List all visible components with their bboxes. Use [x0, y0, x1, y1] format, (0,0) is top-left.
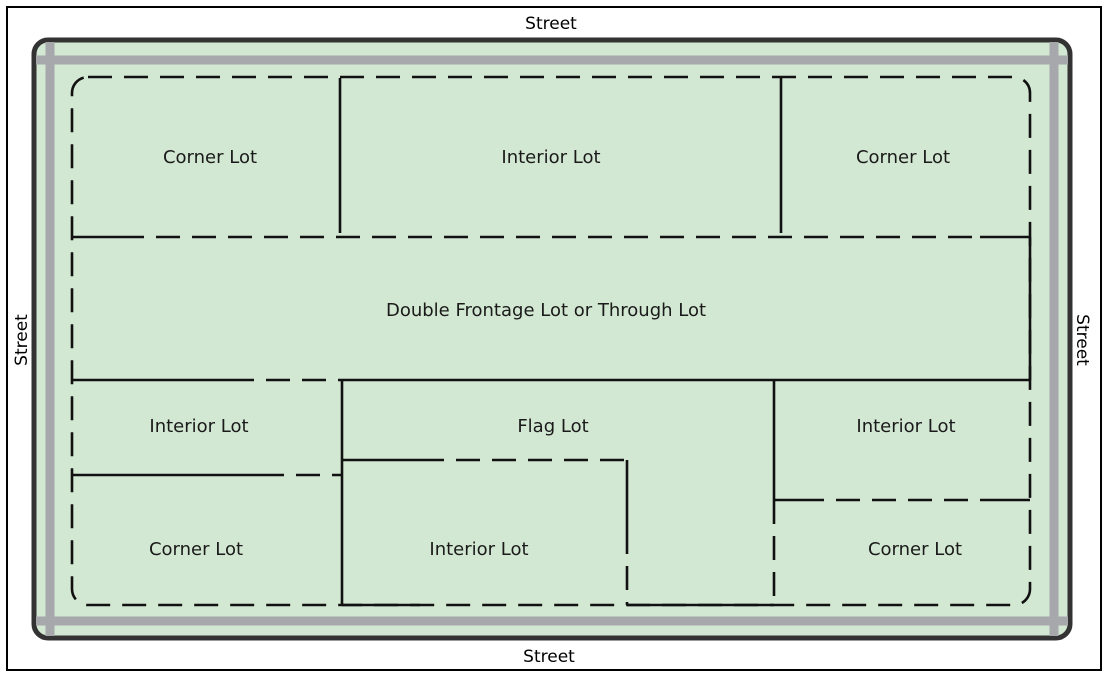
lot-lines	[72, 78, 1032, 607]
block-outline	[31, 37, 1073, 641]
lot-label-corner-bottom-right: Corner Lot	[868, 539, 962, 560]
street-label-right: Street	[1072, 314, 1092, 366]
lot-label-corner-bottom-left: Corner Lot	[149, 539, 243, 560]
lot-label-corner-top-right: Corner Lot	[856, 147, 950, 168]
street-label-top: Street	[525, 14, 577, 34]
street-label-left: Street	[12, 314, 32, 366]
street-label-bottom: Street	[523, 647, 575, 667]
lot-label-interior-mid-left: Interior Lot	[149, 416, 248, 437]
lot-label-interior-mid-right: Interior Lot	[856, 416, 955, 437]
lot-label-interior-top: Interior Lot	[501, 147, 600, 168]
lot-label-interior-bottom: Interior Lot	[429, 539, 528, 560]
street-bands	[36, 42, 1068, 636]
lot-label-flag: Flag Lot	[517, 416, 588, 437]
lot-label-through: Double Frontage Lot or Through Lot	[386, 300, 706, 321]
lot-label-corner-top-left: Corner Lot	[163, 147, 257, 168]
